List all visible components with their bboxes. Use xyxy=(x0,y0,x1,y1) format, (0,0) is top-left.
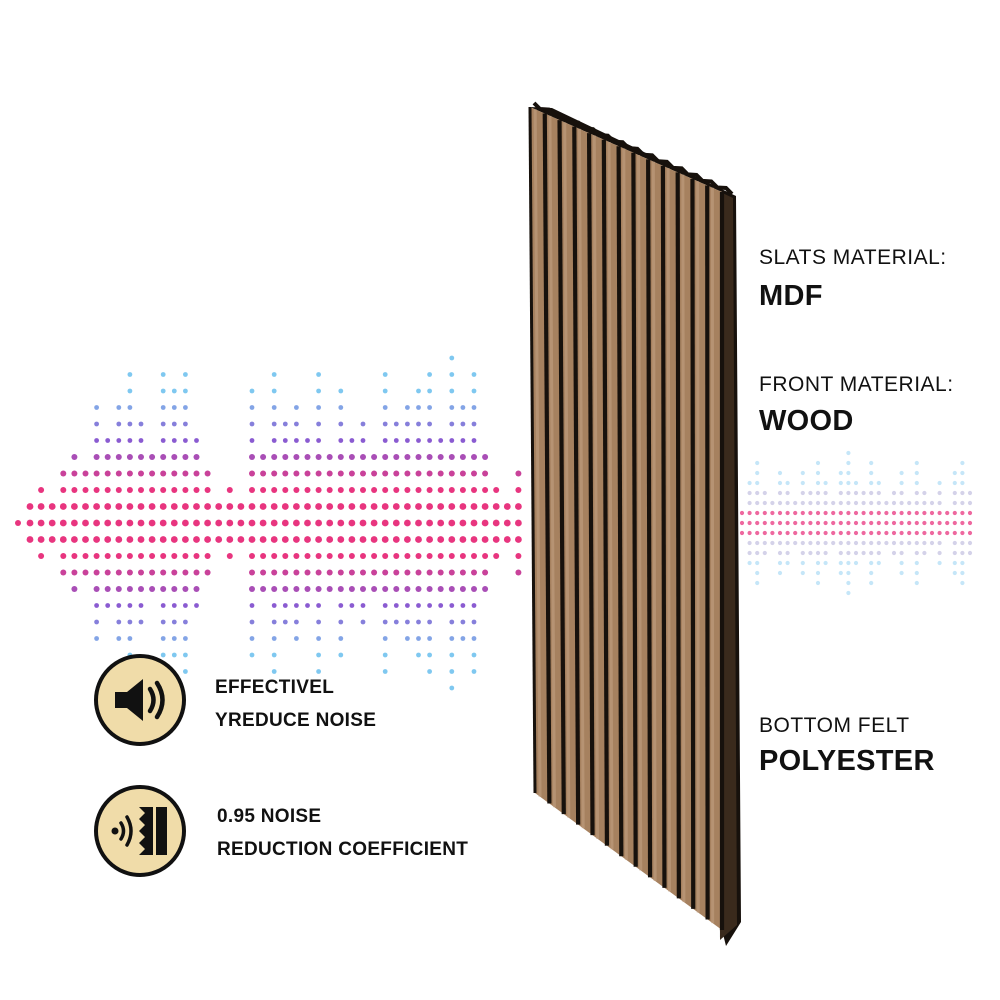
slat-highlight xyxy=(592,135,600,839)
felt-backing xyxy=(530,107,741,946)
slat-groove xyxy=(631,152,638,867)
bottom-felt-label: BOTTOM FELT xyxy=(759,714,910,737)
slat-groove xyxy=(528,106,537,794)
slat-groove xyxy=(690,178,696,909)
sound-wave-dots xyxy=(15,355,973,691)
slat-highlight xyxy=(607,141,614,850)
slat-highlight xyxy=(666,168,671,892)
slat-highlight xyxy=(533,109,542,797)
slat-groove xyxy=(557,120,566,815)
absorption-coefficient-text: 0.95 NOISE REDUCTION COEFFICIENT xyxy=(217,800,468,866)
slats-material-value: MDF xyxy=(759,280,823,312)
slat-highlight xyxy=(622,148,628,860)
front-material-label: FRONT MATERIAL: xyxy=(759,373,954,396)
slat-highlight xyxy=(637,155,643,871)
slat-groove xyxy=(616,146,624,857)
absorption-coefficient-badge xyxy=(94,785,186,877)
feature-line: REDUCTION COEFFICIENT xyxy=(217,839,469,860)
slat-groove xyxy=(542,113,552,804)
slat-tips xyxy=(532,101,734,196)
sound-absorption-icon xyxy=(111,807,167,855)
slat-groove xyxy=(646,159,653,878)
slat-groove xyxy=(660,165,667,888)
slat-highlight xyxy=(696,181,700,913)
noise-reduction-badge xyxy=(94,654,186,746)
slat-groove xyxy=(601,139,610,846)
slat-highlight xyxy=(681,174,686,903)
slat-highlight xyxy=(651,161,657,881)
slat-highlight xyxy=(548,115,556,808)
feature-line: YREDUCE NOISE xyxy=(215,710,377,731)
slat-groove xyxy=(586,133,595,836)
slats-material-label: SLATS MATERIAL: xyxy=(759,246,947,269)
slat-highlight xyxy=(577,128,585,829)
slat-groove xyxy=(572,126,581,825)
speaker-sound-icon xyxy=(115,679,165,721)
feature-line: EFFECTIVEL xyxy=(215,677,335,698)
slat-groove xyxy=(675,172,681,899)
feature-line: 0.95 NOISE xyxy=(217,806,322,827)
bottom-felt-value: POLYESTER xyxy=(759,745,935,777)
front-material-value: WOOD xyxy=(759,405,854,437)
slat-highlight xyxy=(563,122,571,818)
noise-reduction-text: EFFECTIVEL YREDUCE NOISE xyxy=(215,671,376,737)
